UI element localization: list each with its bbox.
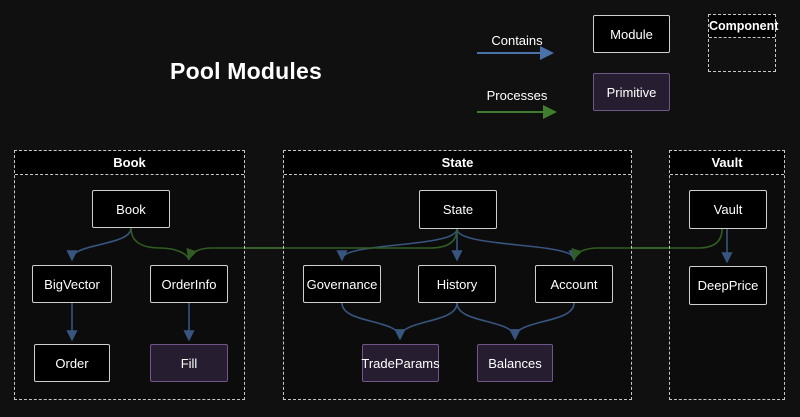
node-bigvector: BigVector <box>32 265 112 303</box>
edge-state-account <box>456 228 580 262</box>
node-order-label: Order <box>55 355 89 371</box>
node-deepprice-label: DeepPrice <box>697 278 759 293</box>
edge-book-orderinfo <box>130 227 190 261</box>
node-deepprice: DeepPrice <box>689 266 767 305</box>
edge-vault-account <box>571 228 723 261</box>
edge-account-balances <box>509 302 575 341</box>
node-tradeparams-label: TradeParams <box>361 355 440 371</box>
legend-module-label: Module <box>610 26 653 42</box>
group-book-title: Book <box>15 151 244 175</box>
legend-primitive-node: Primitive <box>593 73 670 111</box>
node-balances-label: Balances <box>488 355 542 371</box>
node-state: State <box>419 190 497 229</box>
edge-book-bigvector <box>66 227 132 262</box>
edge-state-governance <box>336 228 458 262</box>
node-book: Book <box>92 190 170 228</box>
legend-component-label: Component <box>709 15 778 38</box>
page-title: Pool Modules <box>170 58 322 84</box>
node-fill: Fill <box>150 344 228 382</box>
node-state-label: State <box>442 202 474 217</box>
node-book-label: Book <box>116 201 146 217</box>
legend-component-box: Component <box>708 14 778 72</box>
node-tradeparams: TradeParams <box>361 344 440 382</box>
node-account-label: Account <box>550 276 598 292</box>
node-fill-label: Fill <box>180 355 198 371</box>
node-order: Order <box>34 344 110 382</box>
edge-history-tradeparams <box>394 302 458 341</box>
node-vault: Vault <box>689 190 767 229</box>
legend-module-node: Module <box>593 15 670 53</box>
group-state-title: State <box>284 151 631 175</box>
node-orderinfo: OrderInfo <box>150 265 228 303</box>
group-vault-title: Vault <box>670 151 784 175</box>
legend-primitive-label: Primitive <box>606 84 657 100</box>
node-vault-label: Vault <box>713 202 743 217</box>
edge-state-orderinfo <box>186 228 458 261</box>
node-bigvector-label: BigVector <box>44 276 100 292</box>
node-orderinfo-label: OrderInfo <box>161 276 217 292</box>
node-governance: Governance <box>303 265 381 303</box>
node-account: Account <box>535 265 613 303</box>
legend-processes-label: Processes <box>486 88 548 103</box>
node-history: History <box>418 265 496 303</box>
legend-contains-label: Contains <box>491 33 543 48</box>
node-history-label: History <box>436 276 478 292</box>
node-governance-label: Governance <box>306 276 378 292</box>
node-balances: Balances <box>477 344 553 382</box>
